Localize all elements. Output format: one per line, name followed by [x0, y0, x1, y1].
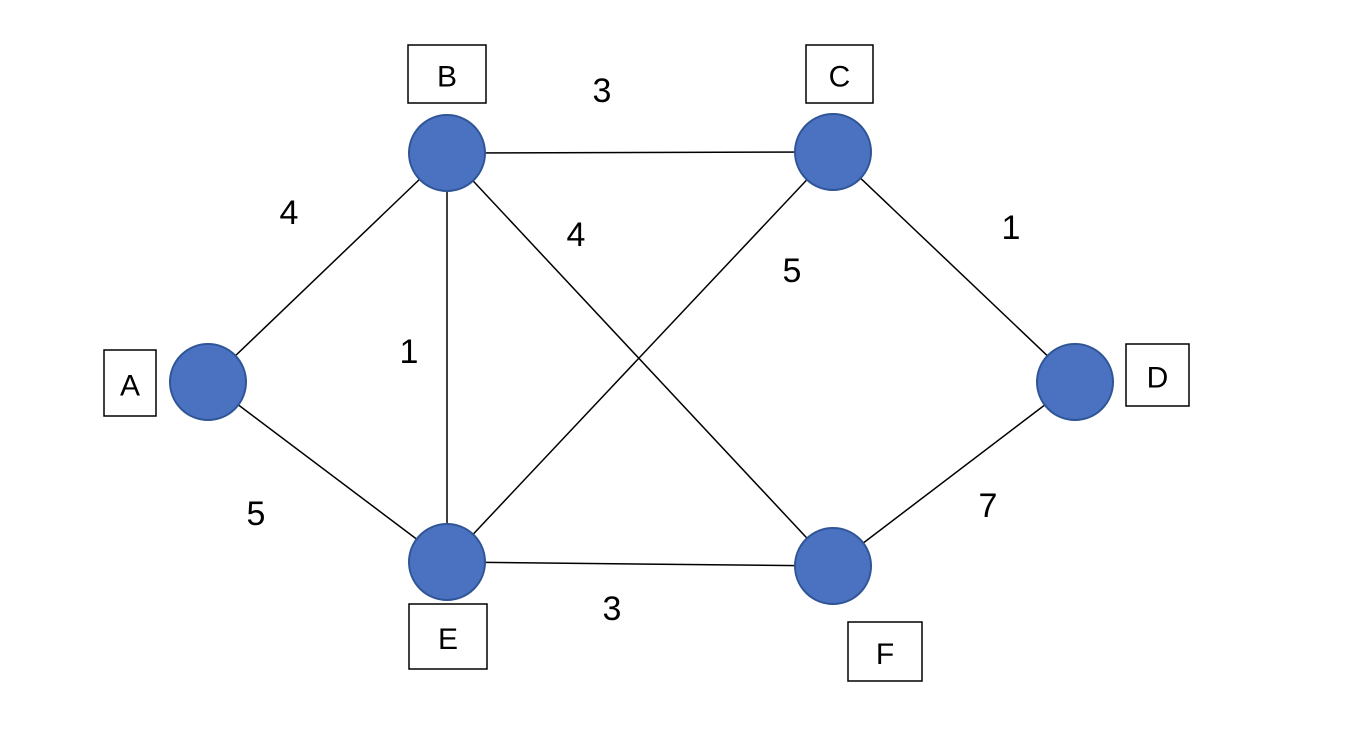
- node-label-d: D: [1147, 362, 1169, 395]
- edge-weight-c-e: 5: [783, 252, 802, 290]
- edges-layer: [207, 151, 1076, 567]
- node-label-a: A: [120, 370, 140, 403]
- node-label-c: C: [829, 61, 851, 94]
- node-label-box-e: [408, 603, 488, 670]
- edge-b-f: [446, 152, 834, 567]
- node-label-box-d: [1125, 343, 1190, 407]
- edge-c-e: [446, 151, 834, 563]
- edge-weight-f-d: 7: [979, 487, 998, 525]
- node-label-e: E: [438, 623, 458, 656]
- edge-weight-a-e: 5: [247, 495, 266, 533]
- nodes-layer: [169, 113, 1114, 605]
- node-e: [408, 523, 486, 601]
- node-c: [794, 113, 872, 191]
- node-f: [794, 527, 872, 605]
- edge-weight-b-f: 4: [567, 216, 586, 254]
- node-b: [408, 114, 486, 192]
- weights-layer: 4 5 3 1 4 5 1 3 7: [247, 72, 1021, 628]
- node-label-box-b: [407, 44, 487, 104]
- labels-layer: A B C D E F: [103, 44, 1190, 682]
- node-a: [169, 343, 247, 421]
- node-label-box-a: [103, 349, 157, 417]
- node-d: [1036, 343, 1114, 421]
- edge-e-f: [446, 561, 834, 567]
- edge-b-c: [446, 151, 834, 154]
- node-label-box-f: [847, 621, 923, 682]
- edge-a-e: [207, 381, 448, 563]
- edge-a-b: [207, 152, 448, 383]
- edge-weight-b-c: 3: [593, 72, 612, 110]
- edge-weight-a-b: 4: [280, 194, 299, 232]
- edge-weight-b-e: 1: [400, 333, 419, 371]
- node-label-box-c: [805, 44, 874, 104]
- edge-c-d: [832, 151, 1076, 383]
- edge-f-d: [832, 381, 1076, 567]
- node-label-b: B: [437, 61, 457, 94]
- edge-weight-c-d: 1: [1002, 209, 1021, 247]
- node-label-f: F: [876, 638, 894, 671]
- edge-weight-e-f: 3: [603, 590, 622, 628]
